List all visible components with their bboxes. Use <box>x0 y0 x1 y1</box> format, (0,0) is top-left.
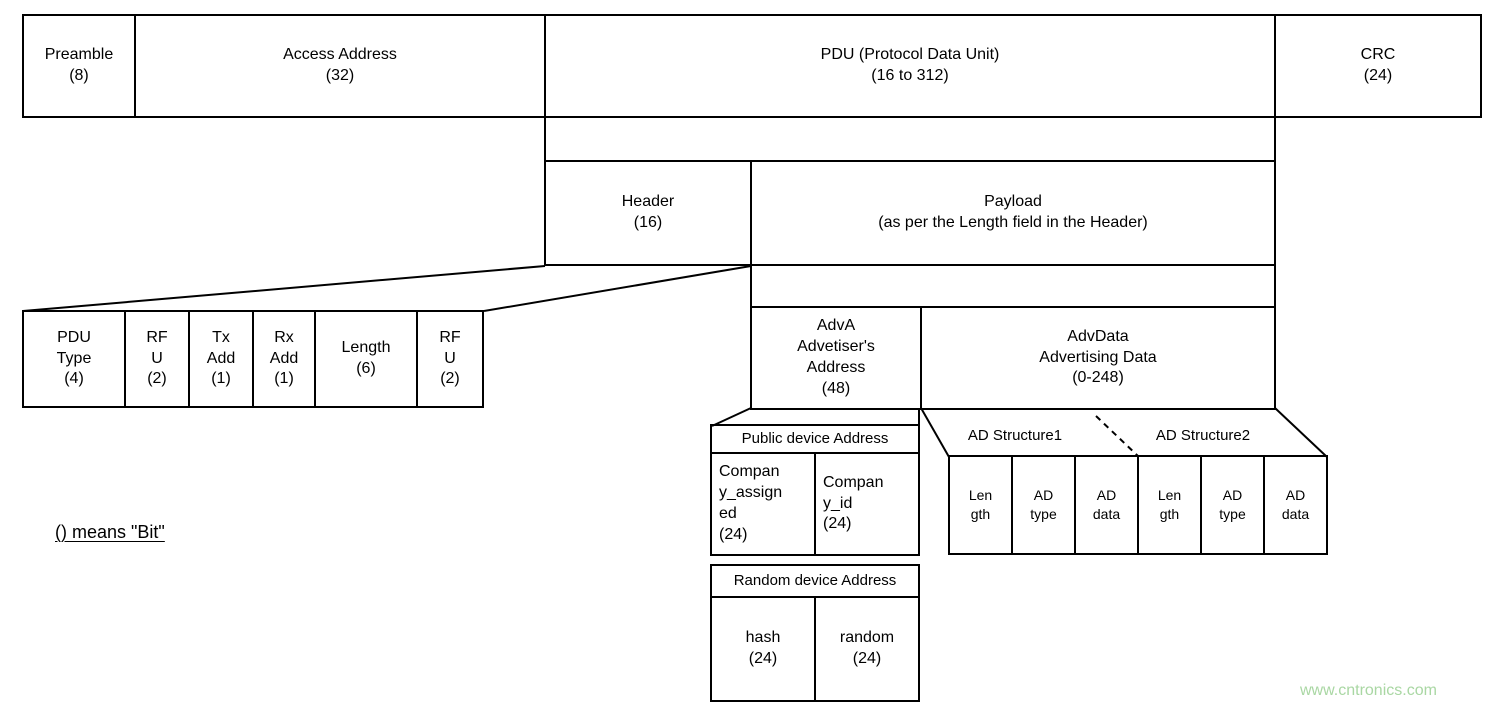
hash-box: hash (24) <box>710 596 816 702</box>
tx-add-box: Tx Add (1) <box>188 310 254 408</box>
advdata-box: AdvData Advertising Data (0-248) <box>920 306 1276 410</box>
adva-box: AdvA Advetiser's Address (48) <box>750 306 922 410</box>
access-address-box: Access Address (32) <box>134 14 546 118</box>
ad2-length-box: Len gth <box>1137 455 1202 555</box>
legend-text: () means "Bit" <box>55 522 165 542</box>
random-box: random (24) <box>814 596 920 702</box>
ad-structure1-label: AD Structure1 <box>967 427 1063 444</box>
ad2-type-box: AD type <box>1200 455 1265 555</box>
payload-box: Payload (as per the Length field in the … <box>750 160 1276 266</box>
rx-add-box: Rx Add (1) <box>252 310 316 408</box>
ad1-type-box: AD type <box>1011 455 1076 555</box>
public-device-address-label-box: Public device Address <box>710 424 920 454</box>
company-id-box: Compan y_id (24) <box>814 452 920 556</box>
ad1-length-box: Len gth <box>948 455 1013 555</box>
company-assigned-box: Compan y_assign ed (24) <box>710 452 816 556</box>
header-box: Header (16) <box>544 160 752 266</box>
random-device-address-label-box: Random device Address <box>710 564 920 598</box>
watermark-text: www.cntronics.com <box>1300 682 1437 699</box>
rfu1-box: RF U (2) <box>124 310 190 408</box>
rfu2-box: RF U (2) <box>416 310 484 408</box>
pdu-box: PDU (Protocol Data Unit) (16 to 312) <box>544 14 1276 118</box>
length-box: Length (6) <box>314 310 418 408</box>
preamble-box: Preamble (8) <box>22 14 136 118</box>
crc-box: CRC (24) <box>1274 14 1482 118</box>
ad2-data-box: AD data <box>1263 455 1328 555</box>
pdu-type-box: PDU Type (4) <box>22 310 126 408</box>
ad1-data-box: AD data <box>1074 455 1139 555</box>
ad-structure2-label: AD Structure2 <box>1155 427 1251 444</box>
